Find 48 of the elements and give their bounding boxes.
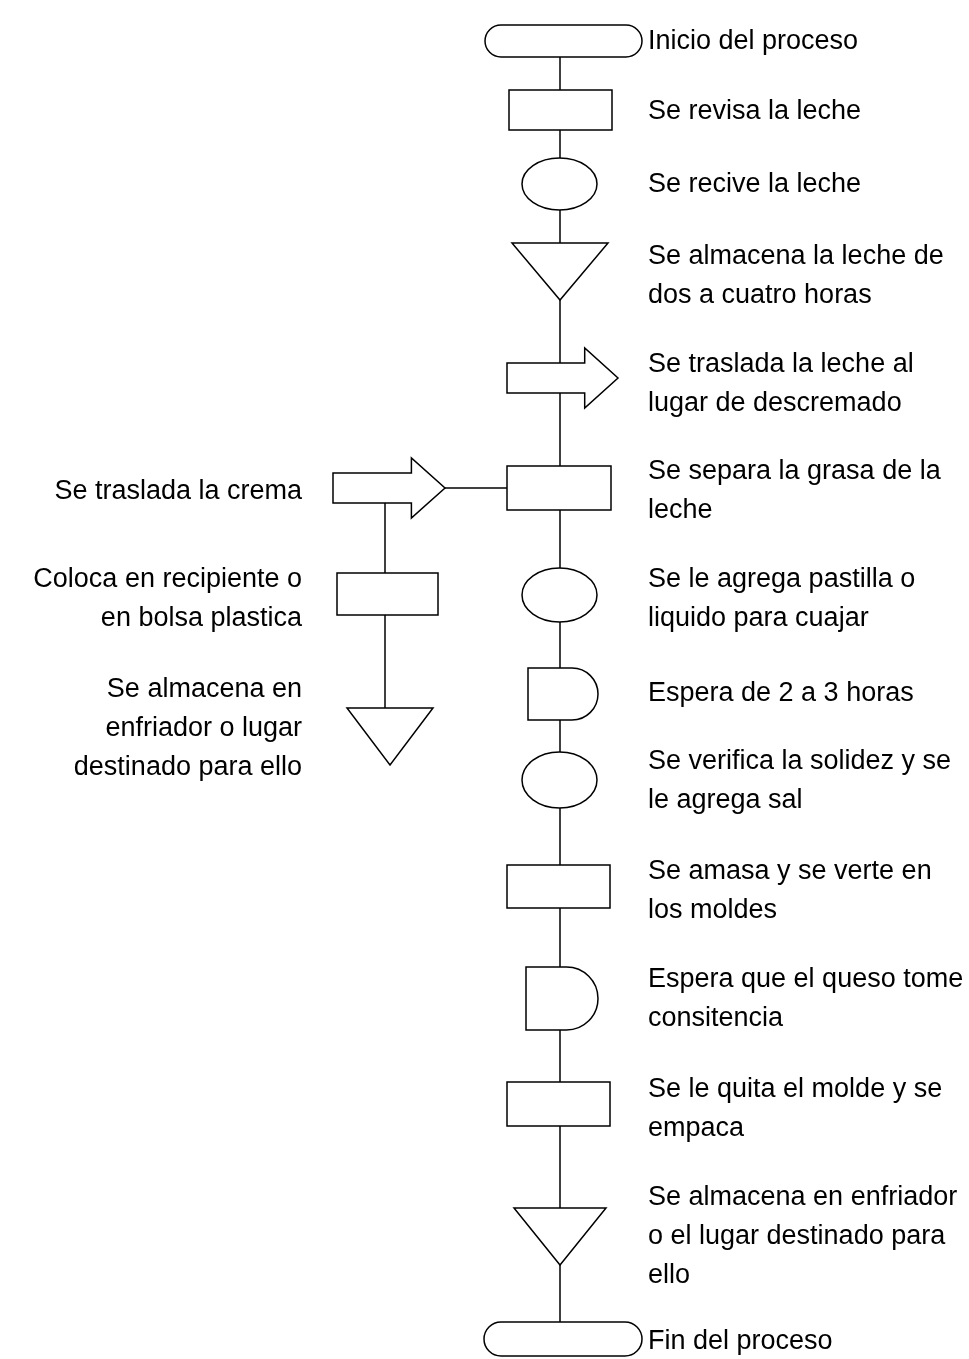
step-text: Se traslada la crema xyxy=(54,473,302,507)
connector-line xyxy=(559,1264,561,1323)
step-text: Se almacena en enfriador o el lugar destinado para ello xyxy=(648,1179,959,1291)
connector-line xyxy=(559,807,561,866)
step-text: Se verifica la solidez y se le agrega sal xyxy=(648,744,953,816)
connector-line xyxy=(384,614,386,709)
step-text: Se traslada la leche al lugar de descremado xyxy=(648,347,915,419)
rectangle-symbol xyxy=(509,90,612,130)
block-arrow-symbol xyxy=(507,348,618,408)
step-text: Coloca en recipiente o en bolsa plastica xyxy=(32,562,302,634)
step-text: Espera de 2 a 3 horas xyxy=(648,675,914,709)
half-round-symbol xyxy=(526,967,598,1030)
rectangle-symbol xyxy=(507,865,610,908)
rectangle-symbol xyxy=(507,1082,610,1126)
connector-line xyxy=(559,719,561,753)
step-text: Se amasa y se verte en los moldes xyxy=(648,854,933,926)
step-text: Inicio del proceso xyxy=(648,23,859,57)
connector-line xyxy=(384,502,386,574)
circle-symbol xyxy=(522,568,597,622)
connector-line xyxy=(559,1125,561,1209)
connector-line xyxy=(559,392,561,467)
block-arrow-symbol xyxy=(333,458,445,518)
step-text: Se revisa la leche xyxy=(648,93,862,127)
step-text: Se separa la grasa de la leche xyxy=(648,454,942,526)
step-text: Se le quita el molde y se empaca xyxy=(648,1072,944,1144)
connector-line xyxy=(559,299,561,364)
circle-symbol xyxy=(522,752,597,808)
connector-line xyxy=(559,1029,561,1083)
step-text: Se le agrega pastilla o liquido para cuajar xyxy=(648,562,917,634)
connector-line xyxy=(559,509,561,569)
connector-line xyxy=(559,129,561,159)
triangle-symbol xyxy=(347,708,433,765)
triangle-symbol xyxy=(512,243,608,300)
connector-line xyxy=(559,621,561,669)
step-text: Se almacena la leche de dos a cuatro horas xyxy=(648,239,945,311)
step-text: Fin del proceso xyxy=(648,1323,833,1357)
rectangle-symbol xyxy=(337,573,438,615)
triangle-symbol xyxy=(514,1208,606,1265)
rectangle-symbol xyxy=(507,466,611,510)
step-text: Espera que el queso tome consitencia xyxy=(648,962,965,1034)
step-text: Se almacena en enfriador o lugar destinado para ello xyxy=(72,671,302,783)
connector-line xyxy=(559,56,561,91)
connector-line xyxy=(559,907,561,968)
connector-line xyxy=(559,209,561,244)
circle-symbol xyxy=(522,158,597,210)
connector-line xyxy=(444,487,508,489)
half-round-symbol xyxy=(528,668,598,720)
step-text: Se recive la leche xyxy=(648,166,862,200)
